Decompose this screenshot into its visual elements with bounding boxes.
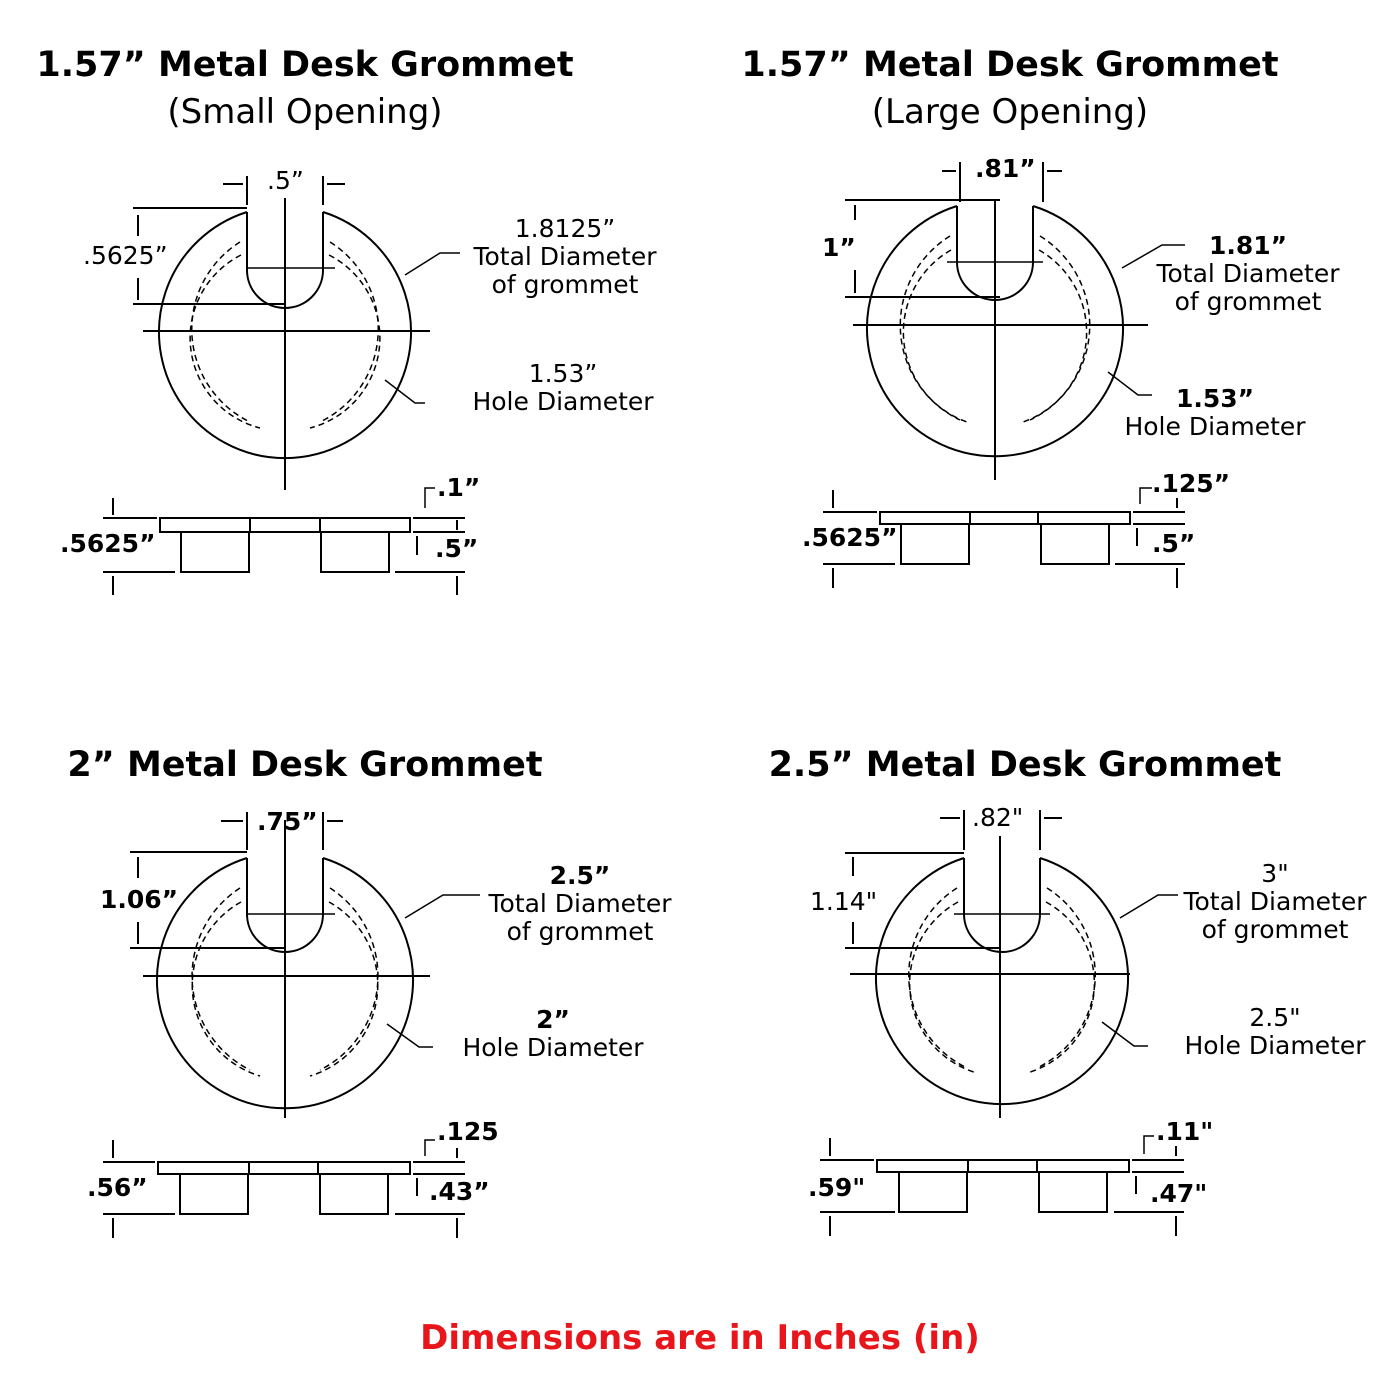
panel-title: 2.5” Metal Desk Grommet bbox=[768, 745, 1282, 785]
body-height-label: .43” bbox=[429, 1177, 490, 1206]
total-diameter-value: 3" bbox=[1261, 859, 1289, 888]
body-height-label: .5” bbox=[1152, 529, 1196, 558]
total-diameter-text: Total Diameter bbox=[1183, 887, 1367, 916]
hole-diameter-text: Hole Diameter bbox=[1124, 412, 1306, 441]
overall-height-label: .5625” bbox=[802, 523, 898, 552]
grommet-drawing bbox=[820, 810, 1184, 1236]
overall-height-label: .56” bbox=[87, 1173, 148, 1202]
hole-diameter-value: 2” bbox=[536, 1005, 570, 1034]
total-diameter-text: Total Diameter bbox=[473, 242, 657, 271]
grommet-panel-large-opening: 1.57” Metal Desk Grommet (Large Opening)… bbox=[690, 10, 1390, 660]
hole-diameter-value: 1.53” bbox=[1175, 384, 1255, 413]
total-diameter-text: Total Diameter bbox=[488, 889, 672, 918]
slot-depth-label: 1.14" bbox=[810, 887, 878, 916]
flange-thickness-label: .125 bbox=[437, 1117, 499, 1146]
dimensions-note: Dimensions are in Inches (in) bbox=[420, 1318, 980, 1358]
flange-thickness-label: .125” bbox=[1152, 469, 1231, 498]
flange-thickness-label: .11" bbox=[1156, 1117, 1214, 1146]
total-diameter-value: 2.5” bbox=[549, 861, 611, 890]
hole-diameter-text: Hole Diameter bbox=[1184, 1031, 1366, 1060]
slot-width-label: .81” bbox=[975, 154, 1036, 183]
hole-diameter-label: 2.5" Hole Diameter bbox=[1175, 1004, 1375, 1060]
slot-width-label: .82" bbox=[972, 803, 1024, 832]
total-diameter-text-2: of grommet bbox=[491, 270, 639, 299]
hole-diameter-value: 2.5" bbox=[1249, 1003, 1301, 1032]
overall-height-label: .59" bbox=[808, 1173, 866, 1202]
panel-title: 1.57” Metal Desk Grommet bbox=[741, 45, 1279, 85]
hole-diameter-value: 1.53” bbox=[528, 359, 598, 388]
grommet-drawing bbox=[103, 176, 465, 595]
hole-diameter-text: Hole Diameter bbox=[472, 387, 654, 416]
total-diameter-value: 1.8125” bbox=[514, 214, 616, 243]
total-diameter-label: 1.8125” Total Diameter of grommet bbox=[460, 215, 670, 299]
flange-thickness-label: .1” bbox=[437, 473, 481, 502]
grommet-panel-2in: 2” Metal Desk Grommet .75” 1.06” 2.5” To… bbox=[0, 650, 685, 1300]
total-diameter-label: 2.5” Total Diameter of grommet bbox=[475, 862, 685, 946]
hole-diameter-text: Hole Diameter bbox=[462, 1033, 644, 1062]
total-diameter-text-2: of grommet bbox=[1201, 915, 1349, 944]
panel-subtitle: (Large Opening) bbox=[871, 92, 1149, 132]
total-diameter-label: 3" Total Diameter of grommet bbox=[1175, 860, 1375, 944]
grommet-drawing bbox=[103, 812, 480, 1238]
overall-height-label: .5625” bbox=[60, 529, 156, 558]
hole-diameter-label: 1.53” Hole Diameter bbox=[463, 360, 663, 416]
slot-width-label: .5” bbox=[267, 166, 304, 195]
total-diameter-value: 1.81” bbox=[1208, 231, 1288, 260]
slot-width-label: .75” bbox=[257, 807, 318, 836]
body-height-label: .5” bbox=[435, 534, 479, 563]
grommet-drawing bbox=[823, 162, 1185, 588]
total-diameter-text-2: of grommet bbox=[1174, 287, 1322, 316]
total-diameter-label: 1.81” Total Diameter of grommet bbox=[1148, 232, 1348, 316]
hole-diameter-label: 2” Hole Diameter bbox=[453, 1006, 653, 1062]
panel-subtitle: (Small Opening) bbox=[167, 92, 443, 132]
slot-depth-label: 1” bbox=[822, 233, 856, 262]
total-diameter-text-2: of grommet bbox=[506, 917, 654, 946]
panel-title: 2” Metal Desk Grommet bbox=[67, 745, 543, 785]
grommet-panel-2-5in: 2.5” Metal Desk Grommet .82" 1.14" 3" To… bbox=[690, 650, 1390, 1300]
hole-diameter-label: 1.53” Hole Diameter bbox=[1120, 385, 1310, 441]
body-height-label: .47" bbox=[1150, 1179, 1208, 1208]
slot-depth-label: 1.06” bbox=[100, 885, 179, 914]
grommet-panel-small-opening: 1.57” Metal Desk Grommet (Small Opening)… bbox=[0, 10, 685, 660]
panel-title: 1.57” Metal Desk Grommet bbox=[36, 45, 574, 85]
total-diameter-text: Total Diameter bbox=[1156, 259, 1340, 288]
slot-depth-label: .5625” bbox=[83, 241, 168, 270]
